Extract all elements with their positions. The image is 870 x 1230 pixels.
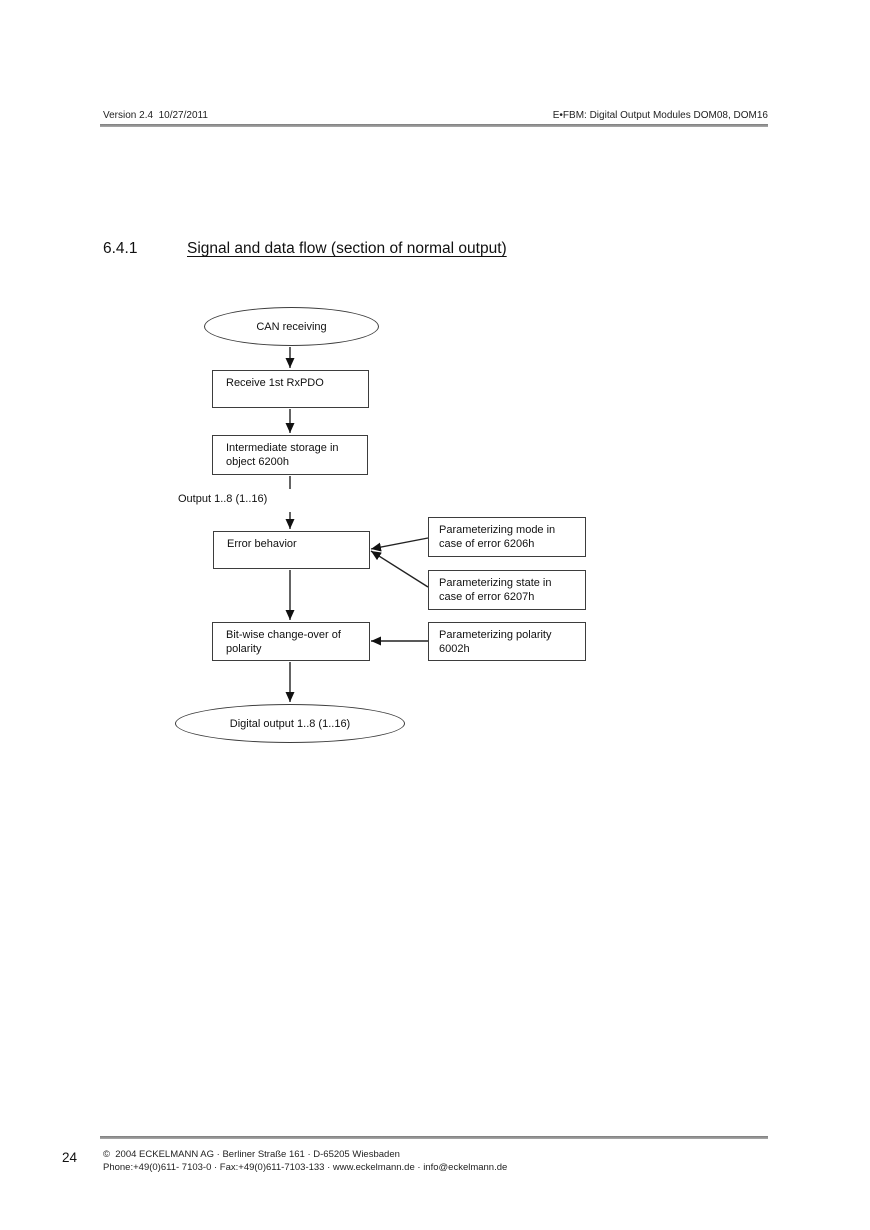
page-number: 24 xyxy=(62,1150,78,1165)
header-rule xyxy=(100,124,768,127)
node-param-polarity: Parameterizing polarity 6002h xyxy=(428,622,586,661)
footer-address-line1: © 2004 ECKELMANN AG · Berliner Straße 16… xyxy=(103,1149,400,1160)
output-range-label: Output 1..8 (1..16) xyxy=(178,493,268,505)
header-doc-title: E•FBM: Digital Output Modules DOM08, DOM… xyxy=(552,110,768,121)
node-can-receiving: CAN receiving xyxy=(204,307,379,346)
footer-rule xyxy=(100,1136,768,1139)
header-version-text: Version 2.4 10/27/2011 xyxy=(103,110,208,121)
footer-address-line2: Phone:+49(0)611- 7103-0 · Fax:+49(0)611-… xyxy=(103,1162,508,1173)
node-error-behavior: Error behavior xyxy=(213,531,370,569)
node-receive-rxpdo: Receive 1st RxPDO xyxy=(212,370,369,408)
node-param-mode: Parameterizing mode in case of error 620… xyxy=(428,517,586,557)
node-bitwise-polarity: Bit-wise change-over of polarity xyxy=(212,622,370,661)
section-title: Signal and data flow (section of normal … xyxy=(187,240,507,257)
arrow-state-to-error xyxy=(370,550,429,588)
node-intermediate-storage: Intermediate storage in object 6200h xyxy=(212,435,368,475)
node-param-state: Parameterizing state in case of error 62… xyxy=(428,570,586,610)
section-number: 6.4.1 xyxy=(103,240,138,257)
node-digital-output: Digital output 1..8 (1..16) xyxy=(175,704,405,743)
arrow-mode-to-error xyxy=(370,537,429,552)
